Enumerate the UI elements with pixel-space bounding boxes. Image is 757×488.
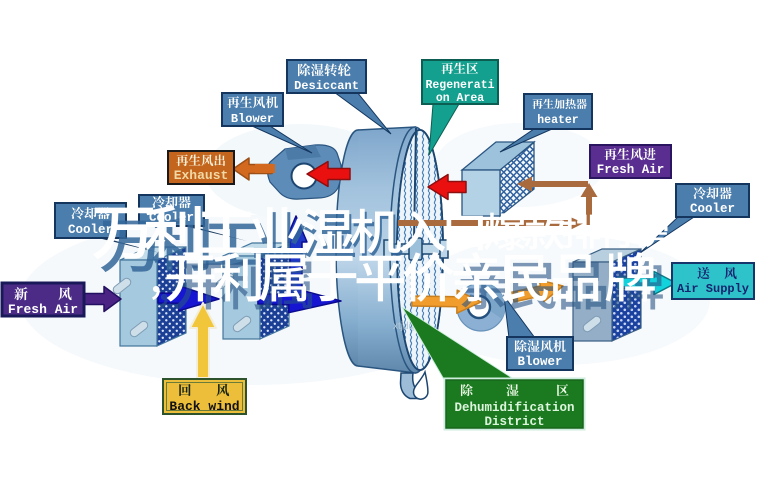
svg-text:District: District: [484, 415, 544, 429]
svg-text:Back wind: Back wind: [169, 399, 239, 414]
svg-text:Fresh Air: Fresh Air: [8, 302, 78, 317]
svg-text:Air Supply: Air Supply: [677, 282, 749, 296]
svg-text:Regenerati: Regenerati: [425, 79, 494, 92]
svg-text:Fresh Air: Fresh Air: [597, 163, 665, 177]
svg-text:xtjdq: xtjdq: [393, 321, 414, 332]
svg-text:Desiccant: Desiccant: [294, 79, 359, 93]
svg-text:Cooler: Cooler: [690, 202, 735, 216]
svg-text:Blower: Blower: [517, 355, 562, 369]
svg-text:Cooler: Cooler: [68, 223, 113, 237]
svg-text:Dehumidification: Dehumidification: [454, 401, 574, 415]
svg-text:Exhaust: Exhaust: [174, 168, 229, 183]
svg-text:Blower: Blower: [231, 112, 274, 126]
svg-text:on Area: on Area: [436, 92, 484, 105]
svg-text:heater: heater: [537, 114, 579, 127]
